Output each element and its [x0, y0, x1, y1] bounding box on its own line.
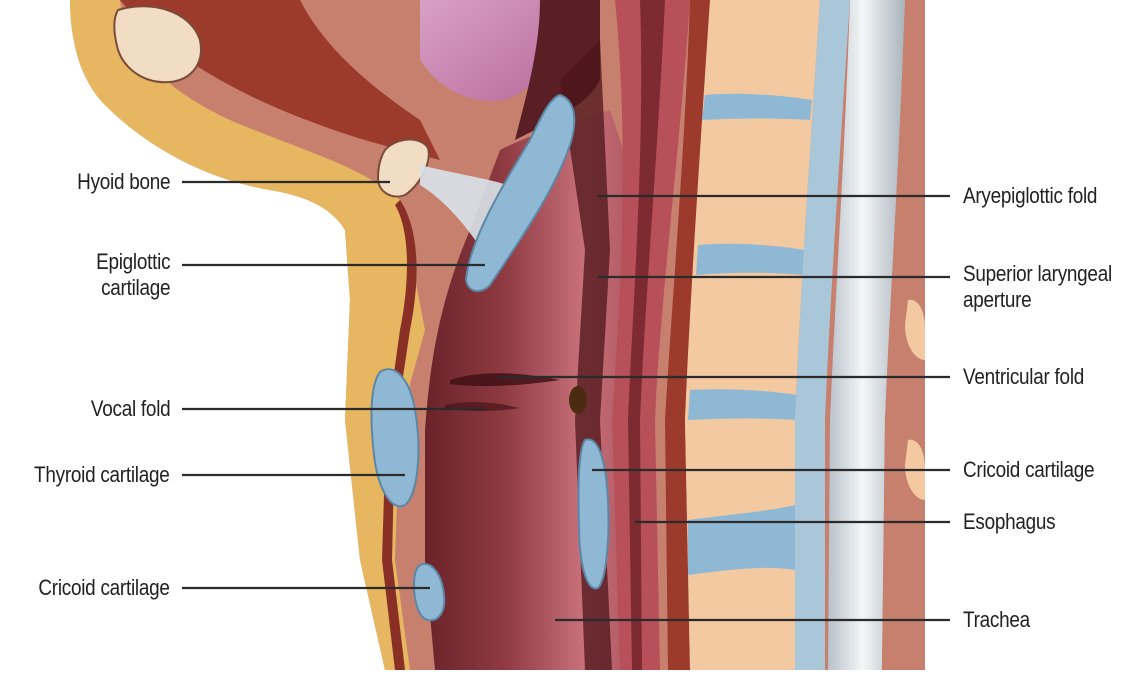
label-ventricular-fold: Ventricular fold — [963, 364, 1084, 390]
label-trachea: Trachea — [963, 607, 1030, 633]
label-superior-laryngeal-aperture: Superior laryngeal aperture — [963, 261, 1112, 313]
label-esophagus: Esophagus — [963, 509, 1055, 535]
label-epiglottic-line-1: Epiglottic — [96, 249, 170, 275]
label-cricoid-cartilage-left: Cricoid cartilage — [39, 575, 170, 601]
label-aryepiglottic-fold: Aryepiglottic fold — [963, 183, 1097, 209]
label-superior-line-1: Superior laryngeal — [963, 261, 1112, 287]
label-hyoid-bone: Hyoid bone — [77, 169, 170, 195]
label-superior-line-2: aperture — [963, 287, 1112, 313]
label-vocal-fold: Vocal fold — [91, 396, 170, 422]
label-epiglottic-cartilage: Epiglottic cartilage — [96, 249, 170, 301]
label-epiglottic-line-2: cartilage — [96, 275, 170, 301]
label-cricoid-cartilage-right: Cricoid cartilage — [963, 457, 1094, 483]
cricoid-posterior-shape — [579, 439, 609, 588]
label-thyroid-cartilage: Thyroid cartilage — [35, 462, 170, 488]
